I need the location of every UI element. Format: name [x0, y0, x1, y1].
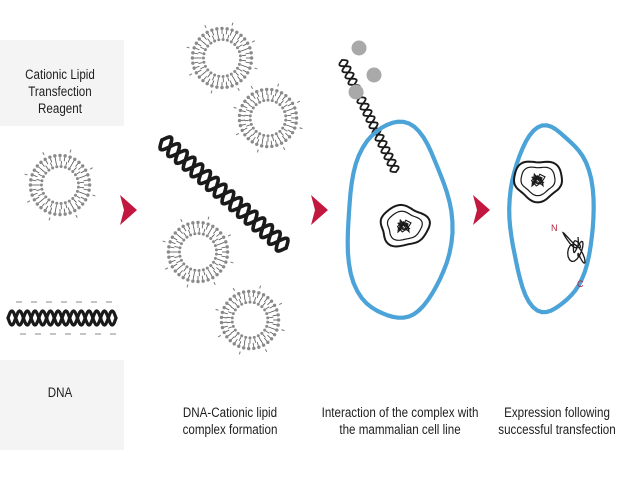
dna-helix-group	[6, 40, 400, 335]
nucleus-icon	[379, 203, 431, 248]
dna-helix-icon	[338, 59, 400, 173]
liposome-icon	[24, 149, 96, 221]
process-arrow-icon	[473, 195, 490, 225]
expression-caption: Expression following successful transfec…	[493, 404, 622, 438]
complex-caption-line-1: DNA-Cationic lipid	[182, 405, 278, 420]
reagent-title: Cationic Lipid Transfection Reagent	[8, 66, 111, 117]
interaction-caption-line-2: the mammalian cell line	[339, 422, 461, 437]
dna-caption-panel	[0, 360, 124, 450]
complex-formation-caption: DNA-Cationic lipid complex formation	[161, 404, 299, 438]
reagent-title-line-1: Cationic Lipid	[25, 67, 95, 82]
reagent-title-line-2: Transfection Reagent	[28, 84, 92, 116]
expression-caption-line-2: successful transfection	[498, 422, 616, 437]
terminus-n-label: N	[551, 223, 558, 233]
title-panel	[0, 40, 124, 126]
liposome-icon	[233, 83, 303, 153]
interaction-caption-line-1: Interaction of the complex with	[321, 405, 479, 420]
liposome-group	[24, 22, 303, 355]
interaction-caption: Interaction of the complex with the mamm…	[314, 404, 486, 438]
protein-icon	[561, 231, 586, 264]
process-arrow-icon	[311, 195, 328, 225]
liposome-icon	[162, 216, 234, 288]
dna-caption-text: DNA	[47, 385, 73, 400]
process-arrow-group	[120, 195, 490, 225]
dna-helix-icon	[158, 135, 290, 253]
terminus-c-label: C	[577, 279, 584, 289]
cell-icon	[507, 123, 596, 315]
dna-helix-icon	[6, 301, 118, 335]
cell-icon	[345, 119, 455, 320]
complex-caption-line-2: complex formation	[182, 422, 278, 437]
process-arrow-icon	[120, 195, 137, 225]
liposome-icon	[186, 22, 258, 94]
dna-caption: DNA	[8, 384, 111, 401]
nucleus-icon	[512, 160, 564, 204]
expression-caption-line-1: Expression following	[504, 405, 610, 420]
lipid-particle-icon	[351, 40, 367, 56]
lipid-particle-icon	[366, 67, 382, 83]
liposome-icon	[215, 285, 285, 355]
lipid-particle-icon	[348, 84, 364, 100]
cell-group	[345, 119, 596, 320]
